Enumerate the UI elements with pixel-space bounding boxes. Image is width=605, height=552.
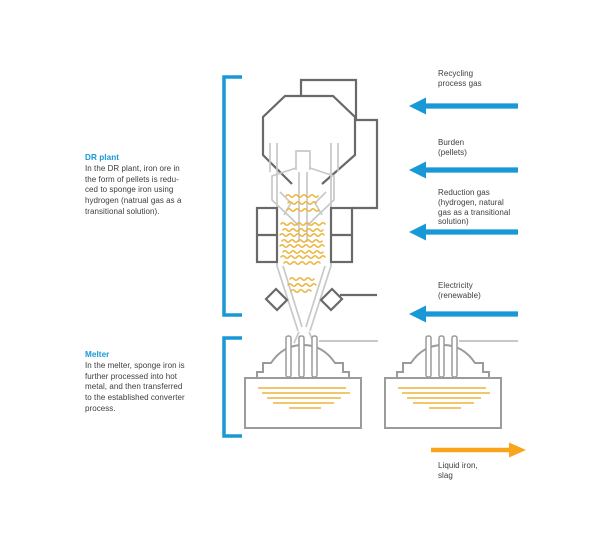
- dr-plant-title: DR plant: [85, 153, 120, 162]
- dr-plant-bracket: [222, 75, 242, 317]
- tuyere-nozzles: [264, 287, 377, 312]
- melter-description: In the melter, sponge iron is further pr…: [85, 360, 185, 413]
- label-recycling-process-gas: Recycling process gas: [438, 69, 482, 88]
- arrow-electricity: [409, 305, 518, 323]
- recycle-gas-pipe: [299, 78, 379, 210]
- label-burden-pellets: Burden (pellets): [438, 138, 467, 157]
- label-liquid-iron-slag: Liquid iron, slag: [438, 461, 478, 480]
- dr-plant-text-block: DR plant In the DR plant, iron ore in th…: [85, 153, 207, 218]
- dr-shaft-furnace: [255, 78, 379, 344]
- melter-text-block: Melter In the melter, sponge iron is fur…: [85, 350, 207, 415]
- bustle-gas-boxes: [255, 206, 354, 264]
- melter-vessel-2: [384, 335, 519, 429]
- melter-vessel-1: [244, 335, 379, 429]
- furnace-top-housing: [261, 94, 357, 185]
- melter-title: Melter: [85, 350, 110, 359]
- arrow-recycling-process-gas: [409, 97, 518, 115]
- arrow-liquid-iron-slag: [431, 442, 526, 458]
- dr-plant-description: In the DR plant, iron ore in the form of…: [85, 163, 182, 216]
- melter-bracket: [222, 336, 242, 438]
- arrow-burden-pellets: [409, 161, 518, 179]
- sponge-iron-waves: [279, 193, 326, 294]
- label-reduction-gas: Reduction gas (hydrogen, natural gas as …: [438, 188, 511, 227]
- label-electricity-renewable: Electricity (renewable): [438, 281, 481, 300]
